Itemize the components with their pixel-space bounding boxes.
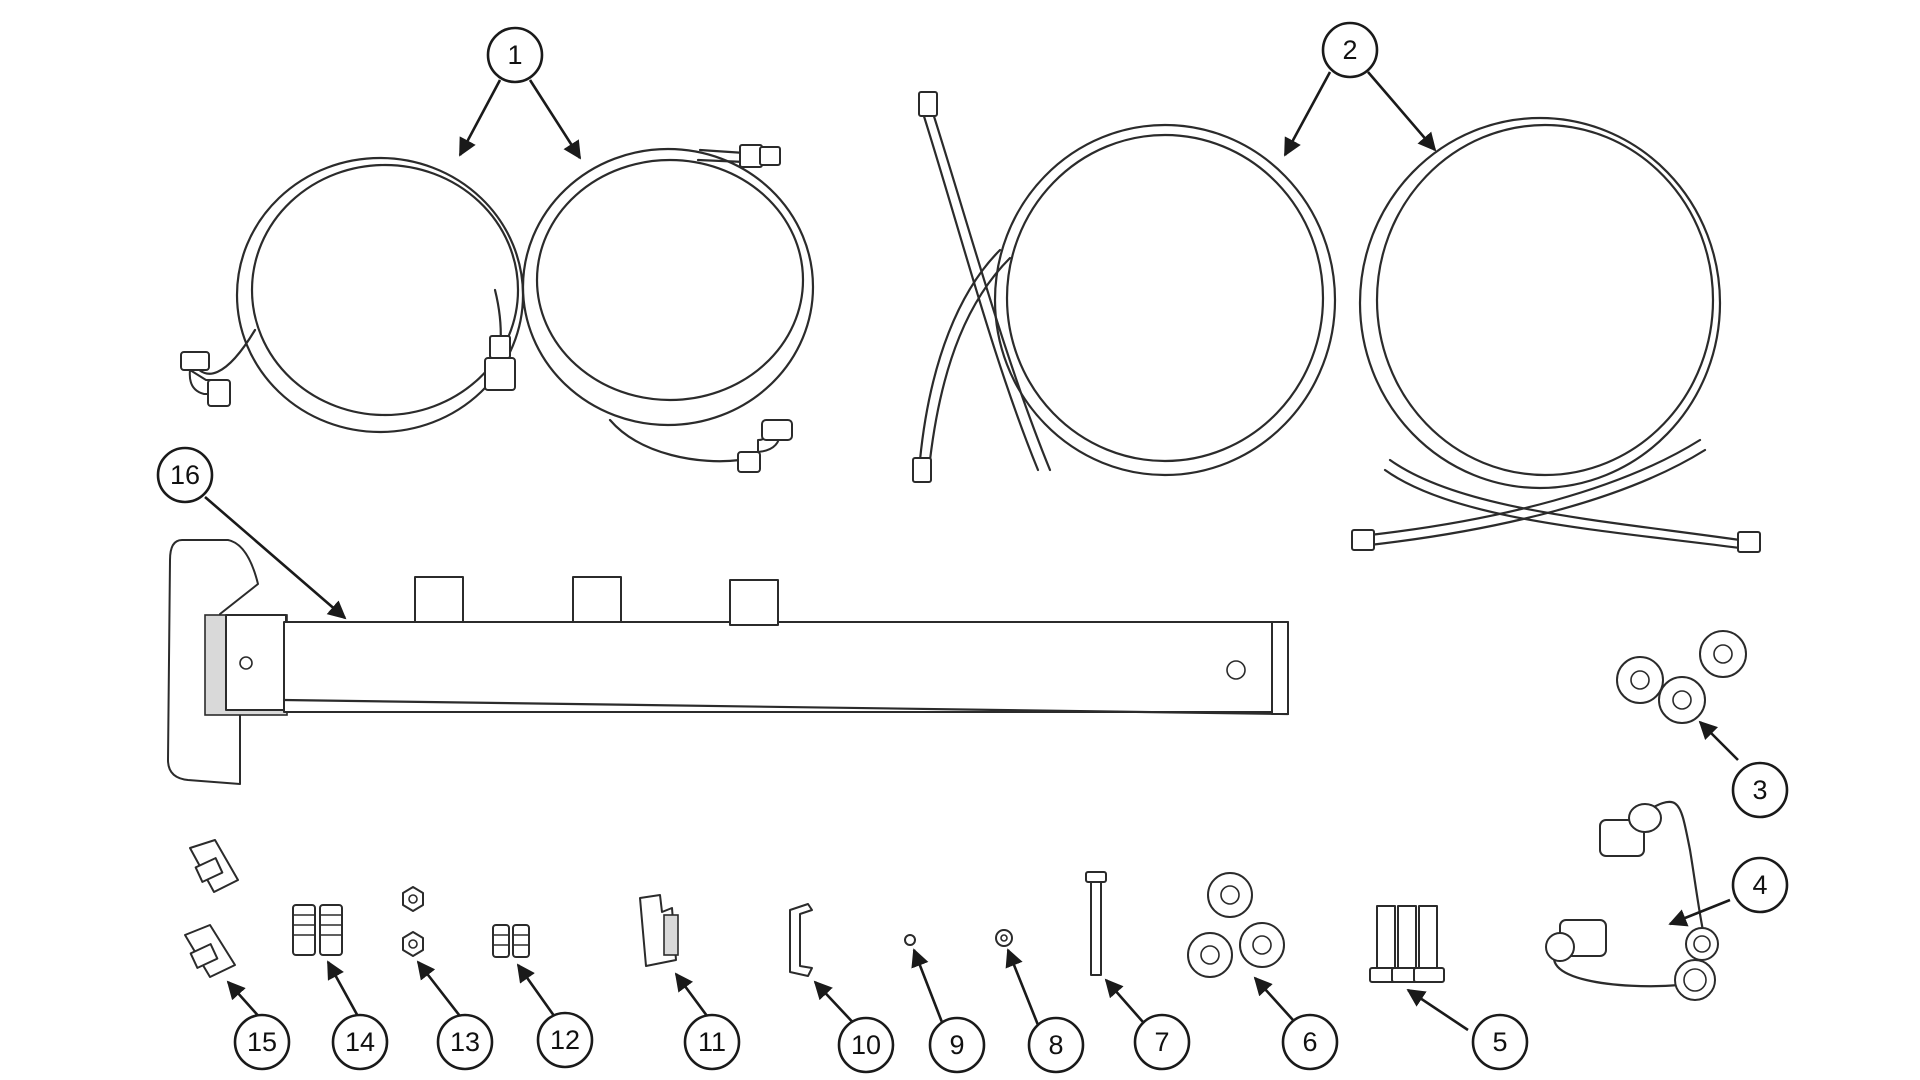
callout-5-label: 5 [1492,1027,1507,1057]
union-fitting-pair-15 [184,839,239,978]
callout-8-label: 8 [1048,1030,1063,1060]
callout-15-label: 15 [247,1027,277,1057]
callout-10: 10 [837,1016,895,1074]
fitting-pair-12 [492,924,530,958]
callout-13-label: 13 [450,1027,480,1057]
callout-11: 11 [683,1013,741,1071]
callout-6-label: 6 [1302,1027,1317,1057]
callout-11-label: 11 [698,1027,726,1057]
bolt-set-5 [1369,905,1445,983]
hose-assembly-1a [180,156,525,434]
callout-4: 4 [1731,856,1789,914]
small-washer-8 [995,929,1013,947]
callout-16-label: 16 [170,460,200,490]
pin-7 [1085,871,1107,976]
callout-3: 3 [1731,761,1789,819]
threaded-fitting-pair-14 [292,904,343,956]
callout-4-label: 4 [1752,870,1767,900]
callout-12: 12 [536,1011,594,1069]
flat-washer-set-6 [1187,872,1285,978]
washer-set-3 [1616,630,1747,724]
callout-9: 9 [928,1016,986,1074]
callout-10-label: 10 [851,1030,881,1060]
nut-pair-13 [402,886,424,957]
callout-1: 1 [486,26,544,84]
callout-6: 6 [1281,1013,1339,1071]
callout-8: 8 [1027,1016,1085,1074]
hose-assembly-2a [912,91,1337,483]
leader-lines [204,71,1739,1032]
callout-9-label: 9 [949,1030,964,1060]
callout-2: 2 [1321,21,1379,79]
callout-7-label: 7 [1154,1027,1169,1057]
hose-assembly-1b [521,144,815,473]
callout-14: 14 [331,1013,389,1071]
callout-7: 7 [1133,1013,1191,1071]
callout-5: 5 [1471,1013,1529,1071]
callout-1-label: 1 [507,40,522,70]
clip-11 [639,894,679,967]
callout-3-label: 3 [1752,775,1767,805]
callout-16: 16 [156,446,214,504]
dust-cap-set-4 [1545,800,1719,1001]
manifold-bar-16 [167,539,1290,785]
hose-assembly-2b [1351,116,1761,553]
callout-15: 15 [233,1013,291,1071]
ball-9 [904,934,916,946]
callout-12-label: 12 [550,1025,580,1055]
callout-14-label: 14 [345,1027,375,1057]
u-bracket-10 [789,903,813,977]
callout-2-label: 2 [1342,35,1357,65]
callout-13: 13 [436,1013,494,1071]
